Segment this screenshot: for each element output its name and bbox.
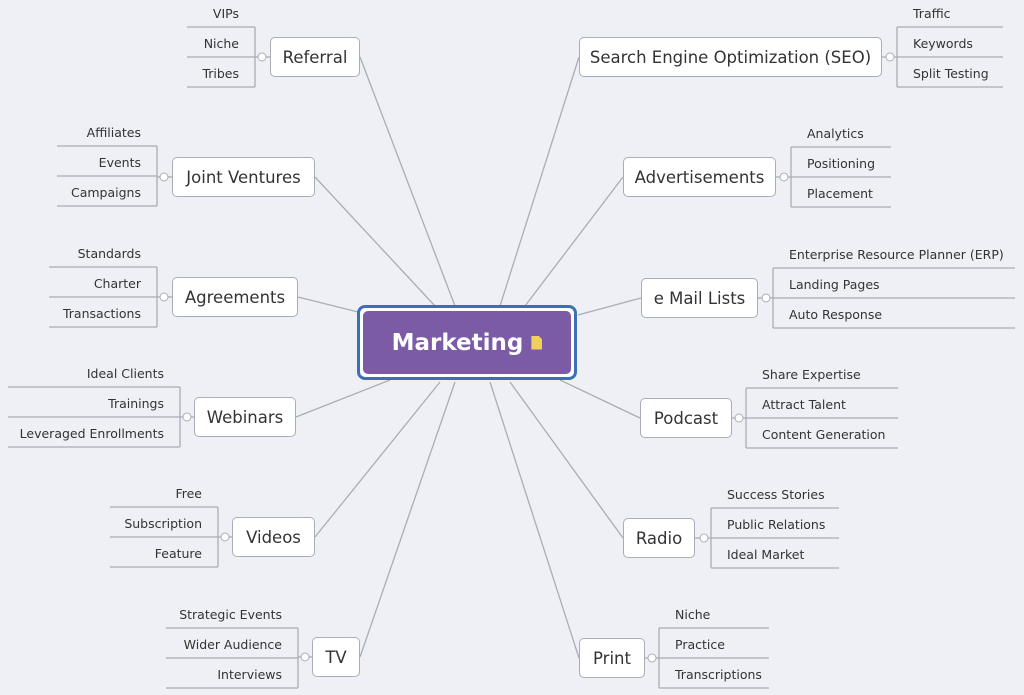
leaf-topic[interactable]: Campaigns [70,185,141,200]
branch-node[interactable]: Agreements [172,277,298,317]
collapse-toggle-icon[interactable] [182,412,192,422]
leaf-topic[interactable]: Ideal Clients [86,366,164,381]
collapse-toggle-icon[interactable] [647,653,657,663]
leaf-topic[interactable]: Auto Response [789,307,883,322]
collapse-toggle-icon[interactable] [220,532,230,542]
leaf-topic[interactable]: Subscription [124,516,202,531]
leaf-topic[interactable]: Analytics [807,126,864,141]
branch-label: Joint Ventures [186,167,301,187]
leaf-topic[interactable]: Placement [807,186,873,201]
leaf-topic[interactable]: Tribes [202,66,239,81]
branch-label: Radio [635,528,683,548]
branch-node[interactable]: Radio [623,518,695,558]
note-icon[interactable] [531,335,543,350]
branch-label: Advertisements [634,167,765,187]
leaf-topic[interactable]: Transcriptions [675,667,762,682]
branch-connector [489,381,580,659]
branch-node[interactable]: Print [579,638,645,678]
branch-connector [559,379,641,419]
branch-node[interactable]: Videos [232,517,315,557]
collapse-toggle-icon[interactable] [159,172,169,182]
collapse-toggle-icon[interactable] [761,293,771,303]
leaf-topic[interactable]: Niche [675,607,711,622]
branch-label: Referral [282,47,348,67]
branch-node[interactable]: TV [312,637,360,677]
collapse-toggle-icon[interactable] [257,52,267,62]
leaf-topic[interactable]: Charter [93,276,141,291]
branch-connector [359,56,456,307]
branch-connector [359,381,456,658]
collapse-toggle-icon[interactable] [300,652,310,662]
leaf-topic[interactable]: Wider Audience [183,637,282,652]
leaf-topic[interactable]: Landing Pages [789,277,880,292]
collapse-toggle-icon[interactable] [885,52,895,62]
central-topic[interactable]: Marketing [357,305,577,380]
branch-connector [295,379,391,418]
leaf-topic[interactable]: Practice [675,637,725,652]
leaf-topic[interactable]: Affiliates [86,125,141,140]
leaf-topic[interactable]: Standards [77,246,141,261]
leaf-topic[interactable]: Success Stories [727,487,825,502]
branch-node[interactable]: Referral [270,37,360,77]
branch-connector [577,297,642,316]
leaf-topic[interactable]: Strategic Events [179,607,282,622]
leaf-topic[interactable]: Content Generation [762,427,886,442]
leaf-topic[interactable]: Ideal Market [727,547,805,562]
leaf-topic[interactable]: Niche [203,36,239,51]
branch-node[interactable]: Joint Ventures [172,157,315,197]
branch-node[interactable]: Webinars [194,397,296,437]
leaf-topic[interactable]: Feature [154,546,202,561]
branch-node[interactable]: Search Engine Optimization (SEO) [579,37,882,77]
leaf-topic[interactable]: Enterprise Resource Planner (ERP) [789,247,1004,262]
leaf-topic[interactable]: Transactions [62,306,141,321]
branch-connector [297,296,359,313]
leaf-topic[interactable]: Leveraged Enrollments [19,426,164,441]
branch-label: Agreements [184,287,286,307]
branch-label: Print [593,648,631,668]
collapse-toggle-icon[interactable] [159,292,169,302]
branch-connector [524,176,624,307]
branch-node[interactable]: e Mail Lists [641,278,758,318]
central-topic-label: Marketing [391,329,524,356]
branch-node[interactable]: Advertisements [623,157,776,197]
branch-node[interactable]: Podcast [640,398,732,438]
leaf-topic[interactable]: Positioning [807,156,875,171]
branch-connector [314,381,441,538]
branch-label: e Mail Lists [653,288,746,308]
branch-label: Webinars [206,407,284,427]
leaf-topic[interactable]: Interviews [217,667,282,682]
leaf-topic[interactable]: Attract Talent [762,397,846,412]
leaf-topic[interactable]: Free [175,486,202,501]
branch-connector [499,56,580,307]
leaf-topic[interactable]: Public Relations [727,517,826,532]
branch-connector [509,381,624,539]
leaf-topic[interactable]: VIPs [212,6,239,21]
branch-label: TV [325,647,347,667]
branch-label: Videos [246,527,301,547]
leaf-topic[interactable]: Events [98,155,141,170]
branch-label: Podcast [653,408,719,428]
leaf-topic[interactable]: Share Expertise [762,367,861,382]
leaf-topic[interactable]: Trainings [108,396,164,411]
branch-label: Search Engine Optimization (SEO) [589,47,872,67]
collapse-toggle-icon[interactable] [734,413,744,423]
branch-connector [314,176,436,307]
leaf-topic[interactable]: Keywords [913,36,973,51]
collapse-toggle-icon[interactable] [779,172,789,182]
collapse-toggle-icon[interactable] [699,533,709,543]
leaf-topic[interactable]: Split Testing [913,66,989,81]
leaf-topic[interactable]: Traffic [913,6,951,21]
